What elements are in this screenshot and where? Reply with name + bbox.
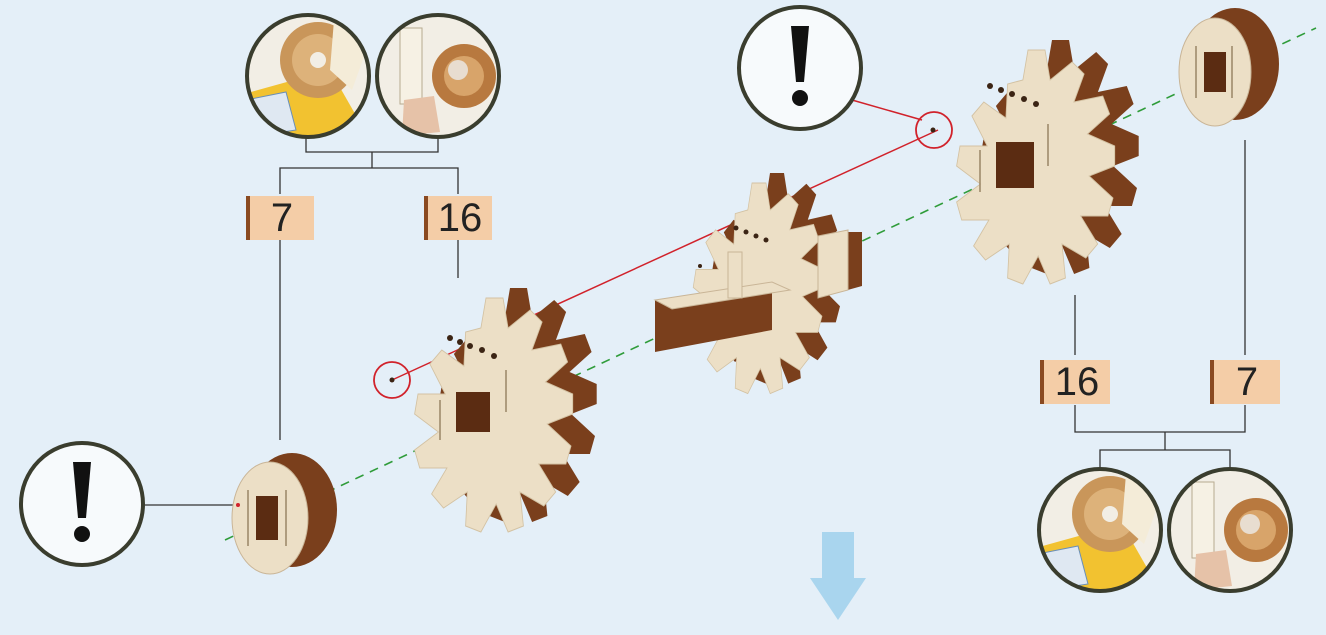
right-gear (930, 40, 1139, 285)
left-end-cap (231, 453, 337, 575)
middle-gear (653, 173, 862, 395)
arrow-down-icon (810, 532, 866, 620)
part-number-label: 7 (246, 196, 314, 240)
hole-highlight-left (373, 361, 411, 399)
assembly-axis-line (224, 27, 1317, 541)
glue-application-icon (1037, 467, 1163, 593)
connector-lines (145, 132, 1246, 506)
right-end-cap (1178, 8, 1279, 127)
left-gear (389, 288, 597, 533)
press-insert-icon (1167, 467, 1293, 593)
callout-line-right (851, 99, 923, 121)
hole-highlight-right (915, 111, 953, 149)
glue-application-icon (245, 13, 371, 139)
exclamation-icon (737, 5, 863, 131)
part-number-label: 7 (1210, 360, 1280, 404)
part-number-label: 16 (1040, 360, 1110, 404)
press-insert-icon (375, 13, 501, 139)
part-number-label: 16 (424, 196, 492, 240)
exclamation-icon (19, 441, 145, 567)
